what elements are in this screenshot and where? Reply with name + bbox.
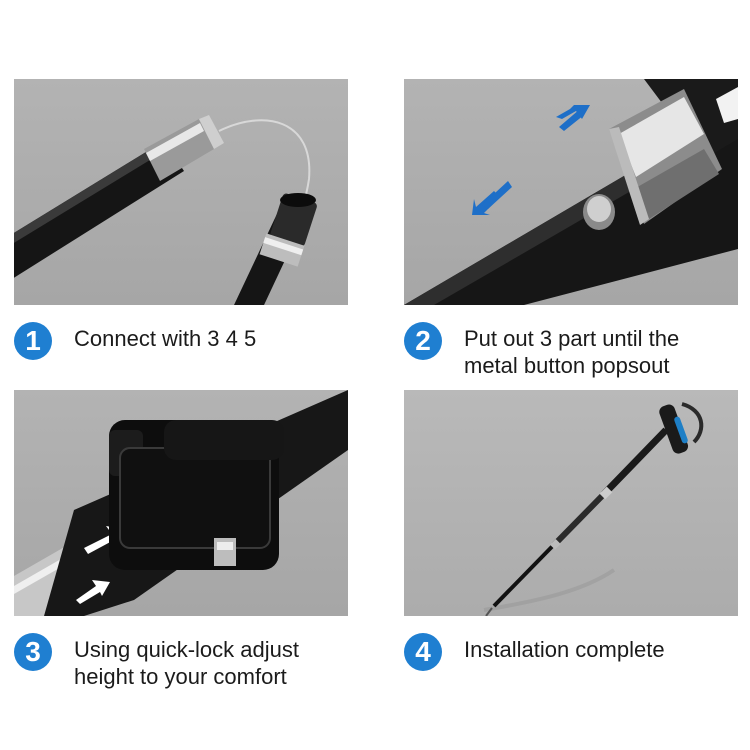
step-2-text: Put out 3 part until the metal button po…: [464, 326, 680, 378]
step-1-image: [14, 79, 348, 305]
arrow-down-left-icon: [472, 181, 512, 215]
folded-pole-illustration: [14, 115, 317, 305]
step-1-text: Connect with 3 4 5: [74, 326, 257, 351]
assembled-pole-illustration: [483, 402, 704, 616]
quick-lock-illustration: [14, 390, 348, 616]
step-4-image: [404, 390, 738, 616]
step-2-number-badge: 2: [404, 322, 442, 360]
step-4-caption: 4 Installation complete: [404, 633, 665, 671]
extension-illustration: [404, 79, 738, 305]
step-2-caption: 2 Put out 3 part until the metal button …: [404, 322, 679, 379]
step-3-caption: 3 Using quick-lock adjust height to your…: [14, 633, 299, 690]
step-3-number-badge: 3: [14, 633, 52, 671]
step-2-image: [404, 79, 738, 305]
step-3-text: Using quick-lock adjust height to your c…: [74, 637, 299, 689]
step-1-number-badge: 1: [14, 322, 52, 360]
step-4-number-badge: 4: [404, 633, 442, 671]
arrow-up-right-icon: [556, 105, 590, 131]
step-4-text: Installation complete: [464, 637, 665, 662]
step-1-caption: 1 Connect with 3 4 5: [14, 322, 256, 360]
step-3-image: [14, 390, 348, 616]
